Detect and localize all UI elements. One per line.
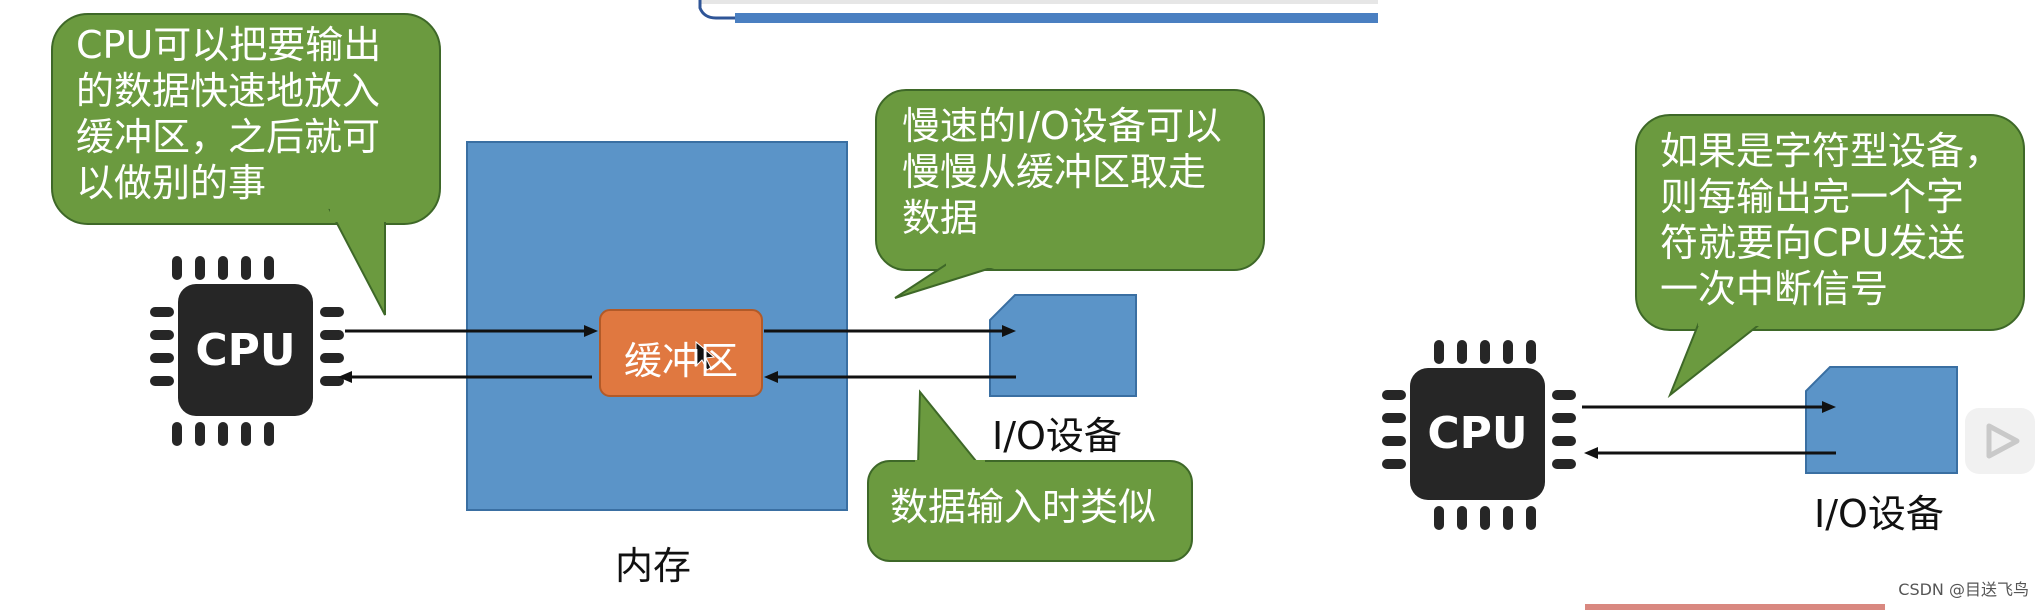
callout-char-device xyxy=(1635,114,2025,399)
mouse-cursor-icon xyxy=(695,340,716,371)
callout-cpu xyxy=(51,13,441,316)
top-bracket xyxy=(698,0,735,20)
arrow-buffer-to-cpu xyxy=(338,371,592,383)
arrow-buffer-to-io xyxy=(764,325,1016,337)
top-divider xyxy=(700,0,1378,4)
cpu-chip-icon xyxy=(150,256,344,446)
io-device-label-right: I/O设备 xyxy=(1814,492,1944,536)
io-device-block xyxy=(989,294,1137,397)
arrow-cpu-to-io xyxy=(1582,401,1836,413)
buffer-label: 缓冲区 xyxy=(623,339,738,383)
buffer-block xyxy=(599,309,763,397)
memory-label: 内存 xyxy=(615,544,692,588)
play-icon xyxy=(1986,423,2020,459)
cpu-label-right: CPU xyxy=(1427,408,1528,459)
callout-io-text: 慢速的I/O设备可以 慢慢从缓冲区取走 数据 xyxy=(902,104,1222,240)
io-device-label: I/O设备 xyxy=(992,414,1122,458)
callout-input xyxy=(867,389,1193,562)
arrow-cpu-to-buffer xyxy=(345,325,598,337)
arrow-io-to-cpu xyxy=(1584,447,1836,459)
arrow-io-to-buffer xyxy=(764,371,1016,383)
callout-char-device-text: 如果是字符型设备， 则每输出完一个字 符就要向CPU发送 一次中断信号 xyxy=(1660,129,2003,311)
callout-io xyxy=(875,89,1265,299)
watermark: CSDN @目送飞鸟 xyxy=(1898,580,2029,599)
cpu-chip-icon xyxy=(1382,340,1576,530)
bottom-remnant xyxy=(1585,604,1885,610)
cpu-label: CPU xyxy=(195,325,296,376)
callout-input-text: 数据输入时类似 xyxy=(890,485,1157,529)
top-bar xyxy=(735,13,1378,23)
callout-cpu-text: CPU可以把要输出 的数据快速地放入 缓冲区，之后就可 以做别的事 xyxy=(76,23,382,205)
io-device-block xyxy=(1805,366,1958,474)
play-button[interactable] xyxy=(1965,408,2035,474)
